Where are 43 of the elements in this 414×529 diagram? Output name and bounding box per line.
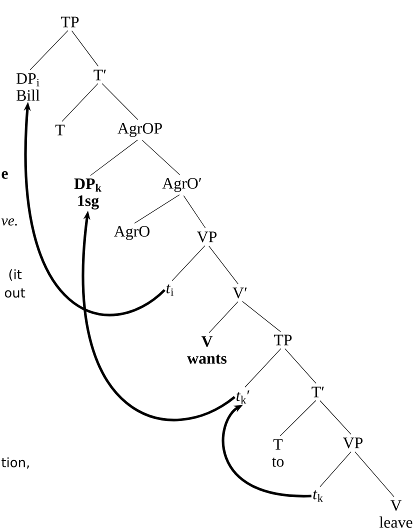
tree-branch <box>284 348 316 384</box>
tree-branch <box>72 30 98 66</box>
tree-branch <box>172 245 206 282</box>
tree-branch <box>30 30 68 70</box>
tree-node-label: DP$_{k}$ 1sg <box>74 178 102 210</box>
tree-branch <box>208 246 238 284</box>
tree-branch <box>183 195 206 228</box>
tree-node-label: t$_{k}$ <box>313 490 323 502</box>
cropped-text: (it <box>9 269 22 281</box>
tree-node-label: T <box>55 124 65 136</box>
tree-node-label: VP <box>342 438 363 448</box>
tree-node-label: AgrO′ <box>162 178 202 192</box>
tree-branch <box>320 451 352 488</box>
cropped-text: tion, <box>2 457 29 469</box>
tree-branch <box>208 301 238 334</box>
tree-branch <box>280 400 316 436</box>
tree-branch <box>354 452 394 498</box>
cropped-text: out <box>4 288 26 298</box>
tree-branch <box>134 194 180 224</box>
tree-node-label: t$_{k}$′ <box>236 390 250 404</box>
tree-node-label: DP$_{i}$ Bill <box>16 73 40 101</box>
cropped-text: ve. <box>1 218 17 226</box>
tree-branch <box>244 348 282 388</box>
tree-node-label: TP <box>60 16 79 28</box>
movement-arrow <box>222 404 312 498</box>
tree-node-label: t$_{i}$ <box>166 284 174 296</box>
tree-branch <box>242 301 281 332</box>
tree-node-label: AgrOP <box>118 123 162 137</box>
tree-branch <box>62 83 98 122</box>
tree-node-label: V leave <box>380 500 412 528</box>
tree-branch <box>102 83 138 120</box>
tree-node-label: TP <box>274 334 292 346</box>
tree-node-label: T to <box>272 439 284 467</box>
tree-branch <box>320 400 352 435</box>
tree-node-label: T′ <box>312 386 324 398</box>
tree-node-label: V wants <box>187 336 227 364</box>
tree-node-label: T′ <box>94 70 106 80</box>
tree-node-label: AgrO <box>114 226 150 240</box>
tree-node-label: V′ <box>232 288 247 298</box>
tree-branch <box>142 140 180 176</box>
tree-node-label: VP <box>196 232 217 242</box>
tree-branch <box>90 140 138 176</box>
cropped-text: e <box>2 171 8 179</box>
